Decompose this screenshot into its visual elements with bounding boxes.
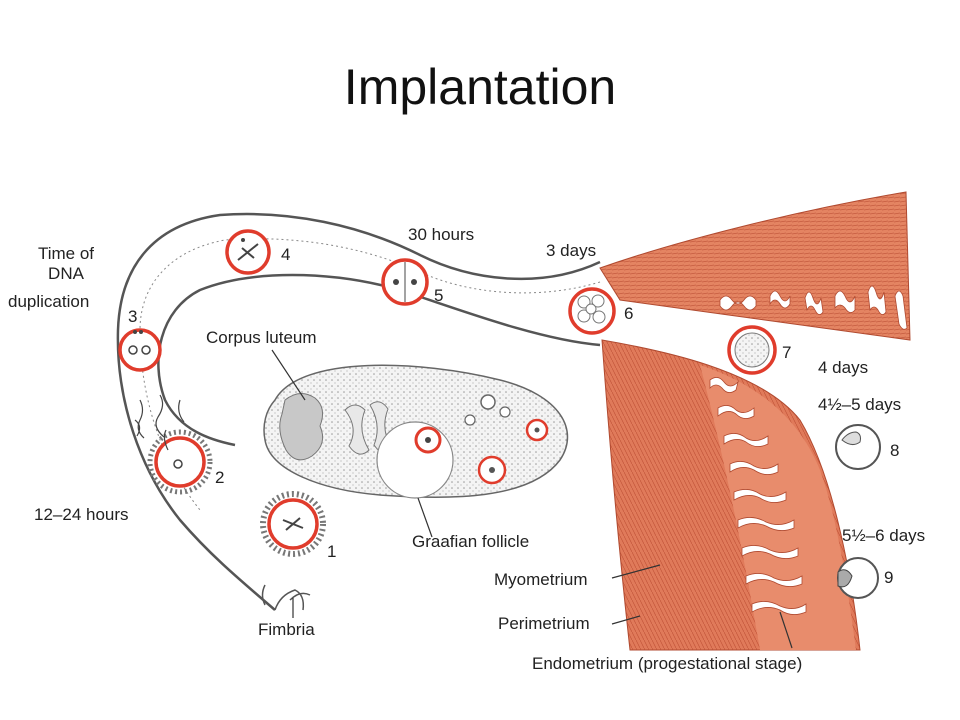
label-perimetrium: Perimetrium [498,614,590,633]
stage-number-4: 4 [281,245,291,264]
stage-5-two-cell [381,258,429,306]
stage-number-3: 3 [128,307,138,326]
label-time-of-dna-line1: Time of [37,244,95,263]
label-4-5-days: 4½–5 days [818,395,902,414]
upper-endometrium-glands [719,285,908,330]
label-12-24-hours: 12–24 hours [34,505,129,524]
sperm-cells [134,394,185,439]
stage-4-first-division [225,229,271,275]
label-corpus-luteum: Corpus luteum [206,328,317,347]
stage-6-cleavage [568,287,616,335]
small-follicle-1-nucleus [489,467,495,473]
stage-2-fertilization [147,429,213,495]
fimbria [261,584,311,611]
label-endometrium: Endometrium (progestational stage) [532,654,803,673]
small-follicle-4 [499,406,511,418]
label-duplication: duplication [8,292,90,311]
stage-number-1: 1 [327,542,337,561]
label-time-of-dna: Time of DNA [26,244,106,283]
graafian-follicle [376,421,454,499]
stage-7-morula [727,325,777,375]
label-5-6-days: 5½–6 days [842,526,926,545]
stage-number-6: 6 [624,304,634,323]
page-title: Implantation [343,59,617,115]
stage-3-pronuclei [118,328,162,372]
oviduct-outer [116,212,601,611]
label-myometrium: Myometrium [494,570,588,589]
stage-number-5: 5 [434,286,444,305]
label-time-of-dna-line2: DNA [48,263,84,283]
stage-number-7: 7 [782,343,792,362]
stage-1-oocyte [260,491,326,557]
stage-number-8: 8 [890,441,900,460]
stage-9-implanting-blastocyst [837,557,879,599]
stage-number-9: 9 [884,568,894,587]
corpus-luteum-body [279,393,324,461]
stage-8-blastocyst [835,424,881,470]
label-fimbria: Fimbria [258,620,315,639]
stage-number-2: 2 [215,468,225,487]
small-follicle-3 [480,394,496,410]
label-graafian-follicle: Graafian follicle [412,532,530,551]
small-follicle-5 [464,414,476,426]
label-4-days: 4 days [818,358,869,377]
uterine-wall-upper [599,191,911,341]
lower-endometrium-glands [709,377,807,615]
label-30-hours: 30 hours [408,225,475,244]
oviduct-inner [157,273,601,447]
follicle-nucleus [425,437,431,443]
label-3-days: 3 days [546,241,597,260]
oviduct-lumen [139,238,601,511]
leader-lines [271,349,793,649]
small-follicle-2-nucleus [534,427,540,433]
